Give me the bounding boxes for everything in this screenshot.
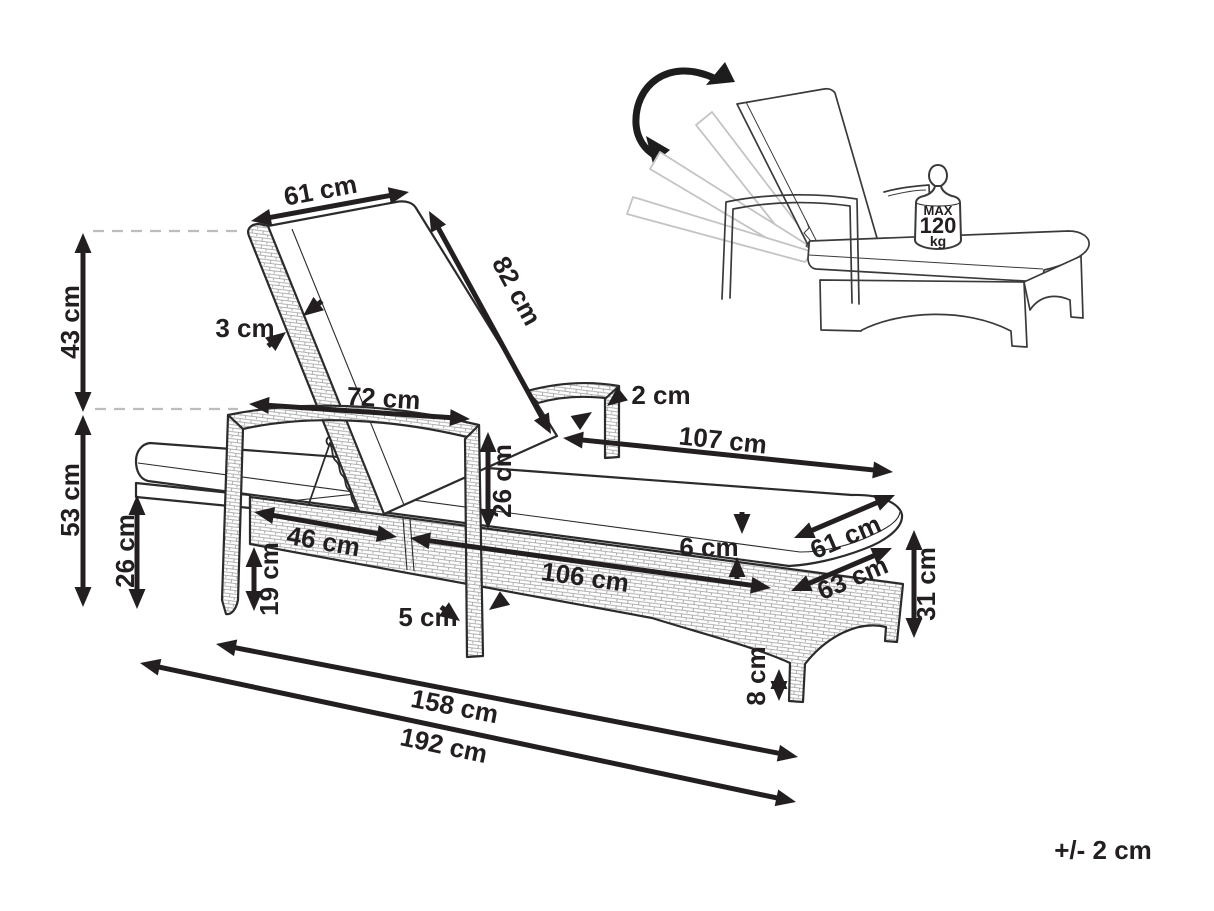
dimension-base-height: 31 cm (905, 530, 941, 638)
base-seam (402, 517, 415, 572)
max-load-unit: kg (930, 233, 946, 249)
sun-lounger-drawing (134, 200, 905, 704)
dimension-label: 8 cm (741, 646, 771, 705)
dimension-base-clearance-height: 19 cm (245, 542, 284, 616)
inset-armrest (721, 193, 860, 305)
dimension-label: 53 cm (55, 463, 85, 537)
dimension-seat-length: 107 cm (563, 421, 893, 479)
dimension-label: 26 cm (487, 444, 517, 518)
right-armrest (525, 381, 621, 460)
dimension-armrest-height-from-floor: 53 cm (55, 415, 92, 607)
inset-seat-edge (808, 254, 1044, 270)
backrest-cushion-seam (291, 228, 405, 506)
dimension-label: 6 cm (679, 532, 738, 562)
dimension-label: 107 cm (678, 421, 769, 460)
left-armrest (220, 404, 485, 659)
dimension-cushion-thickness: 6 cm (679, 512, 751, 579)
dimension-seat-height: 26 cm (110, 495, 146, 609)
dimension-label: 72 cm (346, 381, 421, 415)
inset-ratchet (803, 219, 813, 251)
dimension-label: 43 cm (55, 285, 85, 359)
dimension-leg-thickness: 5 cm (398, 591, 511, 632)
tolerance-note: +/- 2 cm (1054, 835, 1152, 865)
dimension-label: 2 cm (631, 380, 690, 410)
dimension-label: 26 cm (110, 514, 140, 588)
rotation-arrow-icon (632, 62, 735, 164)
max-load-label: MAX (924, 203, 953, 218)
seat-cushion (134, 441, 904, 568)
dimension-foot-height: 8 cm (741, 646, 788, 706)
base-frame (248, 495, 905, 704)
dimension-label: 31 cm (911, 547, 941, 621)
dimension-total-length: 192 cm (140, 658, 796, 807)
dimension-backrest-raised-height: 43 cm (55, 229, 243, 412)
dimension-armrest-height-above-seat: 26 cm (479, 432, 517, 529)
dimension-label: 19 cm (254, 542, 284, 616)
inset-far-armrest (883, 184, 931, 213)
seat-cushion-edge (137, 462, 901, 553)
max-load-value: 120 (920, 213, 957, 238)
adjustable-backrest-inset: MAX 120 kg (626, 62, 1090, 348)
dimension-backrest-width: 61 cm (251, 169, 409, 226)
dimension-backrest-frame-thickness: 3 cm (215, 296, 324, 351)
dimension-label: 82 cm (486, 251, 548, 330)
dimension-armrest-frame-thickness: 2 cm (570, 380, 691, 431)
inset-base (819, 255, 1084, 348)
dimension-label: 3 cm (215, 313, 274, 343)
max-load-icon: MAX 120 kg (914, 164, 962, 250)
dimension-label: 5 cm (398, 602, 457, 632)
dimension-armrest-width: 72 cm (249, 381, 470, 427)
